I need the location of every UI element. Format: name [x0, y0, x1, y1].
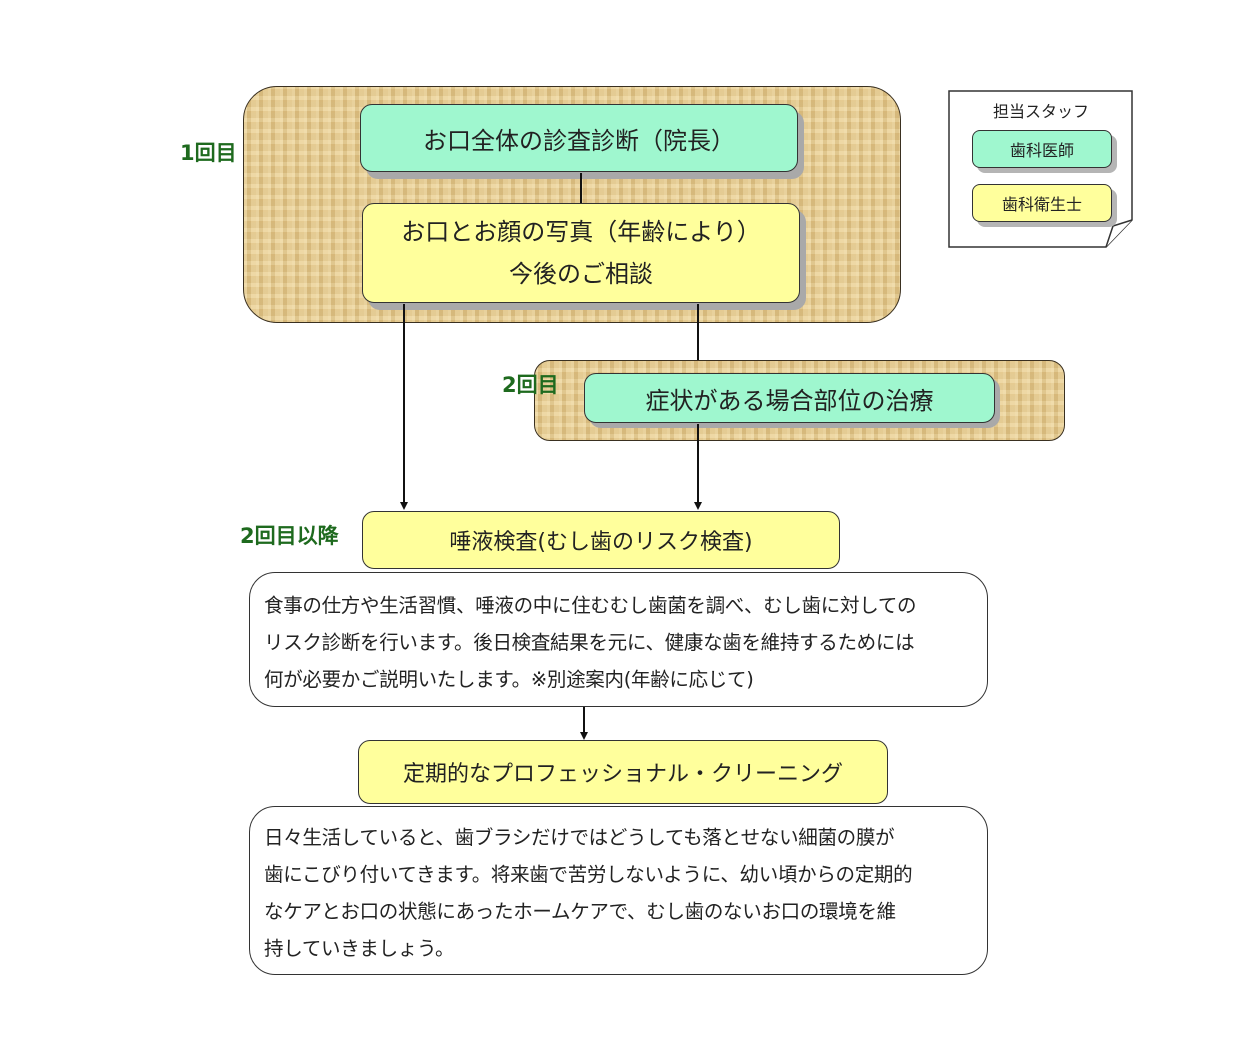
legend-item-hygienist: 歯科衛生士 — [972, 184, 1112, 222]
legend-item-label: 歯科衛生士 — [1001, 195, 1082, 214]
saliva-desc-line: リスク診断を行います。後日検査結果を元に、健康な歯を維持するためには — [264, 631, 915, 654]
exam-diagnosis-box[interactable]: お口全体の診査診断（院長） — [360, 104, 798, 172]
staff-legend: 担当スタッフ 歯科医師 歯科衛生士 — [948, 90, 1134, 248]
step-label-second: 2回目 — [502, 373, 559, 397]
step-label-first: 1回目 — [180, 141, 237, 165]
cleaning-box[interactable]: 定期的なプロフェッショナル・クリーニング — [358, 740, 888, 804]
photo-consult-box[interactable]: お口とお顔の写真（年齢により） 今後のご相談 — [362, 203, 800, 303]
connector-line — [580, 173, 582, 203]
saliva-test-label: 唾液検査(むし歯のリスク検査) — [449, 530, 753, 555]
legend-item-label: 歯科医師 — [1009, 141, 1074, 160]
saliva-desc-line: 何が必要かご説明いたします。※別途案内(年齢に応じて) — [264, 668, 754, 691]
arrow-line-right — [697, 424, 699, 504]
step-label-after: 2回目以降 — [240, 524, 339, 548]
cleaning-description: 日々生活していると、歯ブラシだけではどうしても落とせない細菌の膜が 歯にこびり付… — [249, 806, 988, 975]
cleaning-desc-line: 日々生活していると、歯ブラシだけではどうしても落とせない細菌の膜が — [264, 826, 895, 849]
saliva-test-description: 食事の仕方や生活習慣、唾液の中に住むむし歯菌を調べ、むし歯に対しての リスク診断… — [249, 572, 988, 707]
exam-diagnosis-label: お口全体の診査診断（院長） — [423, 126, 735, 155]
cleaning-label: 定期的なプロフェッショナル・クリーニング — [402, 762, 843, 787]
arrow-line-to-second — [697, 304, 699, 370]
arrow-line-left — [403, 304, 405, 504]
arrow-head-right — [694, 502, 702, 510]
legend-item-dentist: 歯科医師 — [972, 130, 1112, 168]
cleaning-desc-line: 持していきましょう。 — [264, 937, 455, 960]
cleaning-desc-line: なケアとお口の状態にあったホームケアで、むし歯のないお口の環境を維 — [264, 900, 896, 923]
saliva-test-box[interactable]: 唾液検査(むし歯のリスク検査) — [362, 511, 840, 569]
legend-title: 担当スタッフ — [992, 102, 1089, 121]
arrow-line-to-cleaning — [583, 707, 585, 734]
treatment-label: 症状がある場合部位の治療 — [645, 386, 934, 415]
saliva-desc-line: 食事の仕方や生活習慣、唾液の中に住むむし歯菌を調べ、むし歯に対しての — [264, 594, 917, 617]
photo-consult-line2: 今後のご相談 — [509, 260, 653, 288]
photo-consult-line1: お口とお顔の写真（年齢により） — [401, 218, 761, 246]
arrow-head-left — [400, 502, 408, 510]
arrow-head-to-cleaning — [580, 732, 588, 740]
treatment-box[interactable]: 症状がある場合部位の治療 — [584, 373, 995, 423]
cleaning-desc-line: 歯にこびり付いてきます。将来歯で苦労しないように、幼い頃からの定期的 — [264, 863, 913, 886]
